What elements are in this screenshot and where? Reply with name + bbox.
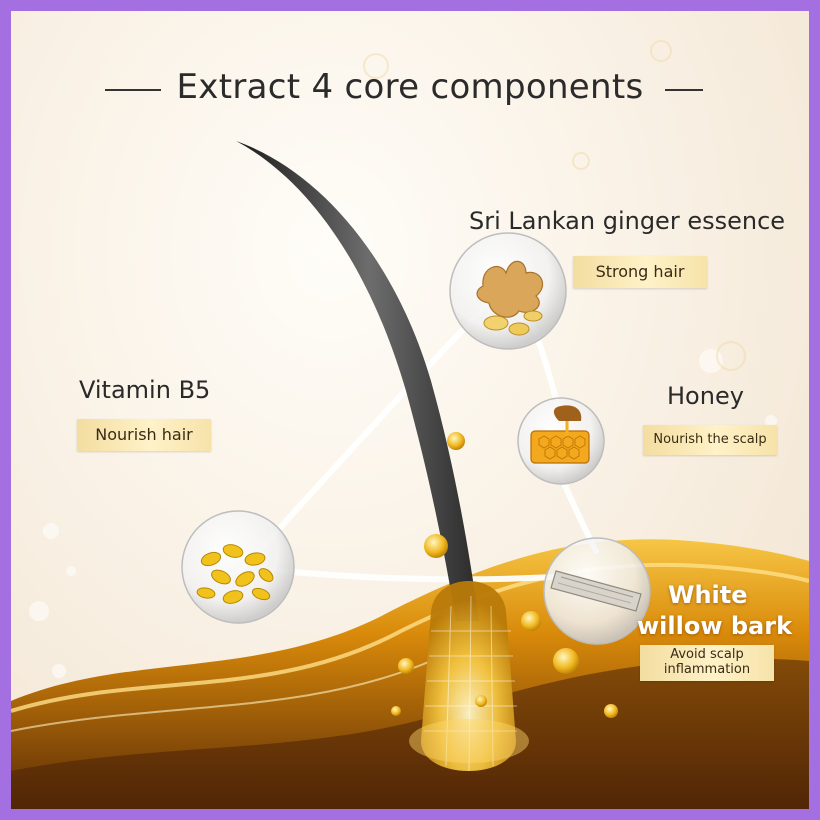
headline-rule-right xyxy=(665,89,703,91)
ingredient-name-vitamin-b5: Vitamin B5 xyxy=(79,376,211,404)
willow-bark-bubble xyxy=(543,537,651,645)
vitamin-capsules-icon xyxy=(196,544,274,604)
benefit-tag-ginger: Strong hair xyxy=(573,256,707,288)
benefit-tag-honey: Nourish the scalp xyxy=(643,425,777,455)
page-title: Extract 4 core components xyxy=(176,67,644,107)
honeycomb-icon xyxy=(530,405,590,464)
ingredient-name-ginger: Sri Lankan ginger essence xyxy=(469,207,786,235)
ingredient-name-willow-line2: willow bark xyxy=(637,612,793,640)
honey-bubble xyxy=(517,397,605,485)
vitamin-bubble xyxy=(181,510,295,624)
benefit-tag-vitamin-b5: Nourish hair xyxy=(77,419,211,451)
willow-bark-icon xyxy=(550,570,642,612)
headline-rule-left xyxy=(105,89,161,91)
product-illustration: Extract 4 core components Sri Lankan gin… xyxy=(11,11,809,809)
benefit-tag-willow-line2: inflammation xyxy=(663,662,751,677)
ingredient-name-willow-line1: White xyxy=(668,581,748,609)
benefit-tag-willow-line1: Avoid scalp xyxy=(670,647,744,662)
benefit-tag-willow: Avoid scalp inflammation xyxy=(640,645,774,681)
scene-artwork xyxy=(11,40,809,809)
ginger-icon xyxy=(476,260,544,336)
ingredient-name-honey: Honey xyxy=(667,382,744,410)
ginger-bubble xyxy=(449,232,567,350)
